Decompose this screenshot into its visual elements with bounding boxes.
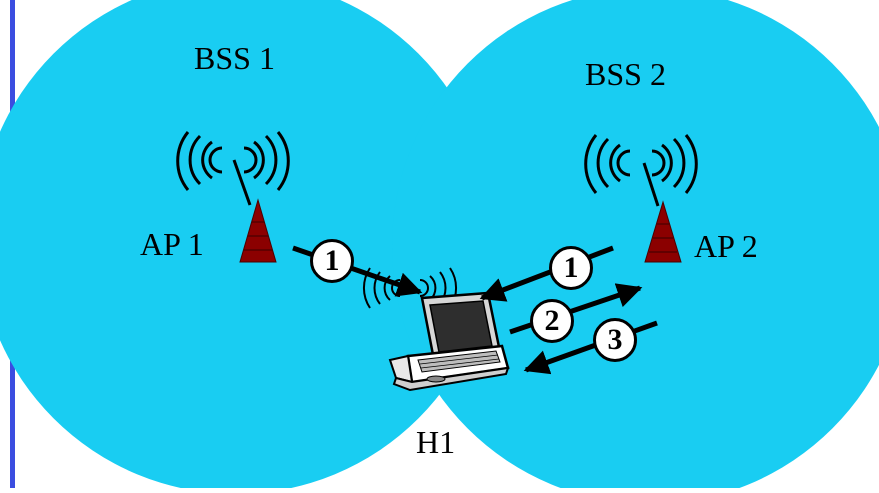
step-badge: 1 [549,246,593,290]
laptop-icon [388,291,510,392]
host-h1-label: H1 [416,424,456,460]
arrow-ap2-to-h1-step1 [479,245,614,302]
bss-2-cell [392,0,879,493]
ap-2-label: AP 2 [694,228,758,264]
step-badge: 2 [530,299,574,343]
bss-1-label: BSS 1 [194,40,275,76]
ap2-tower-icon [644,200,682,263]
ap1-radio-waves-icon [176,131,290,206]
step-badge: 3 [593,318,637,362]
step-badge: 1 [310,239,354,283]
ap2-radio-waves-icon [584,134,698,207]
ap1-tower-icon [239,198,277,263]
bss-2-label: BSS 2 [585,56,666,92]
ap-1-label: AP 1 [140,226,204,262]
